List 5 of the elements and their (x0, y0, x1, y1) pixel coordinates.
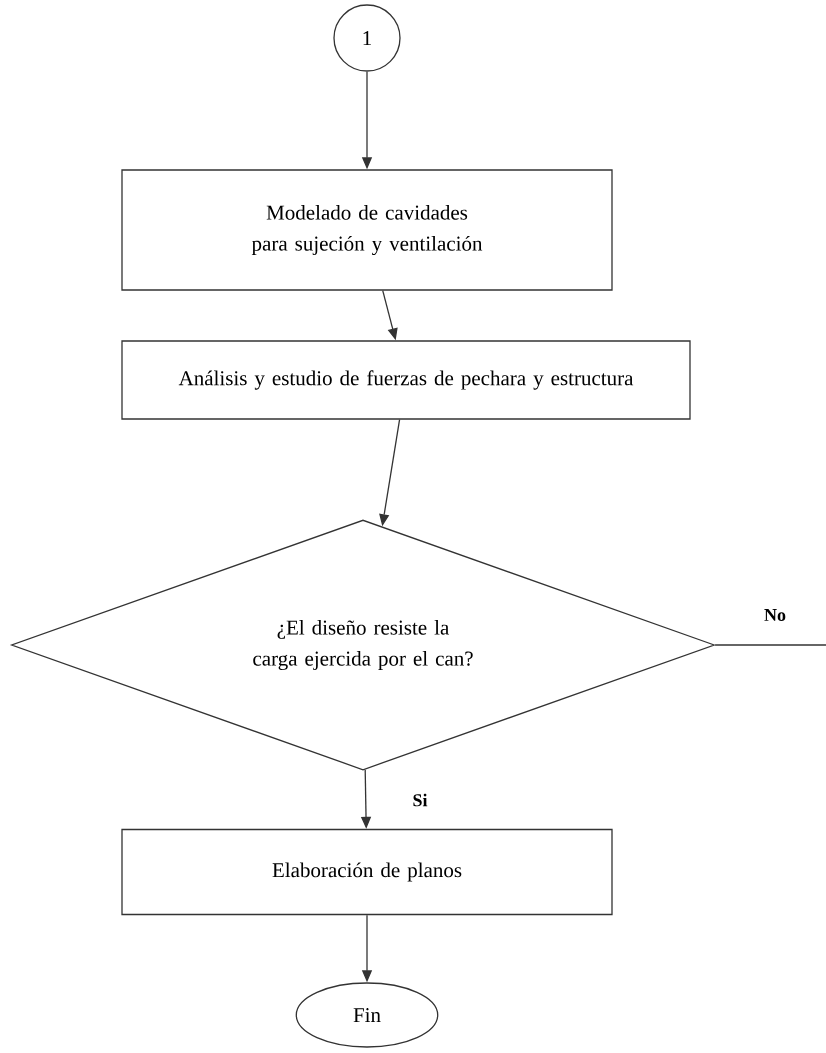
process-box: Modelado de cavidades para sujeción y ventilación (121, 169, 613, 291)
process-box: Elaboración de planos (121, 828, 613, 916)
edge-label: Si (411, 792, 429, 808)
edge-label: No (763, 608, 787, 622)
process-box: Análisis y estudio de fuerzas de pechara y estructura (121, 340, 691, 420)
